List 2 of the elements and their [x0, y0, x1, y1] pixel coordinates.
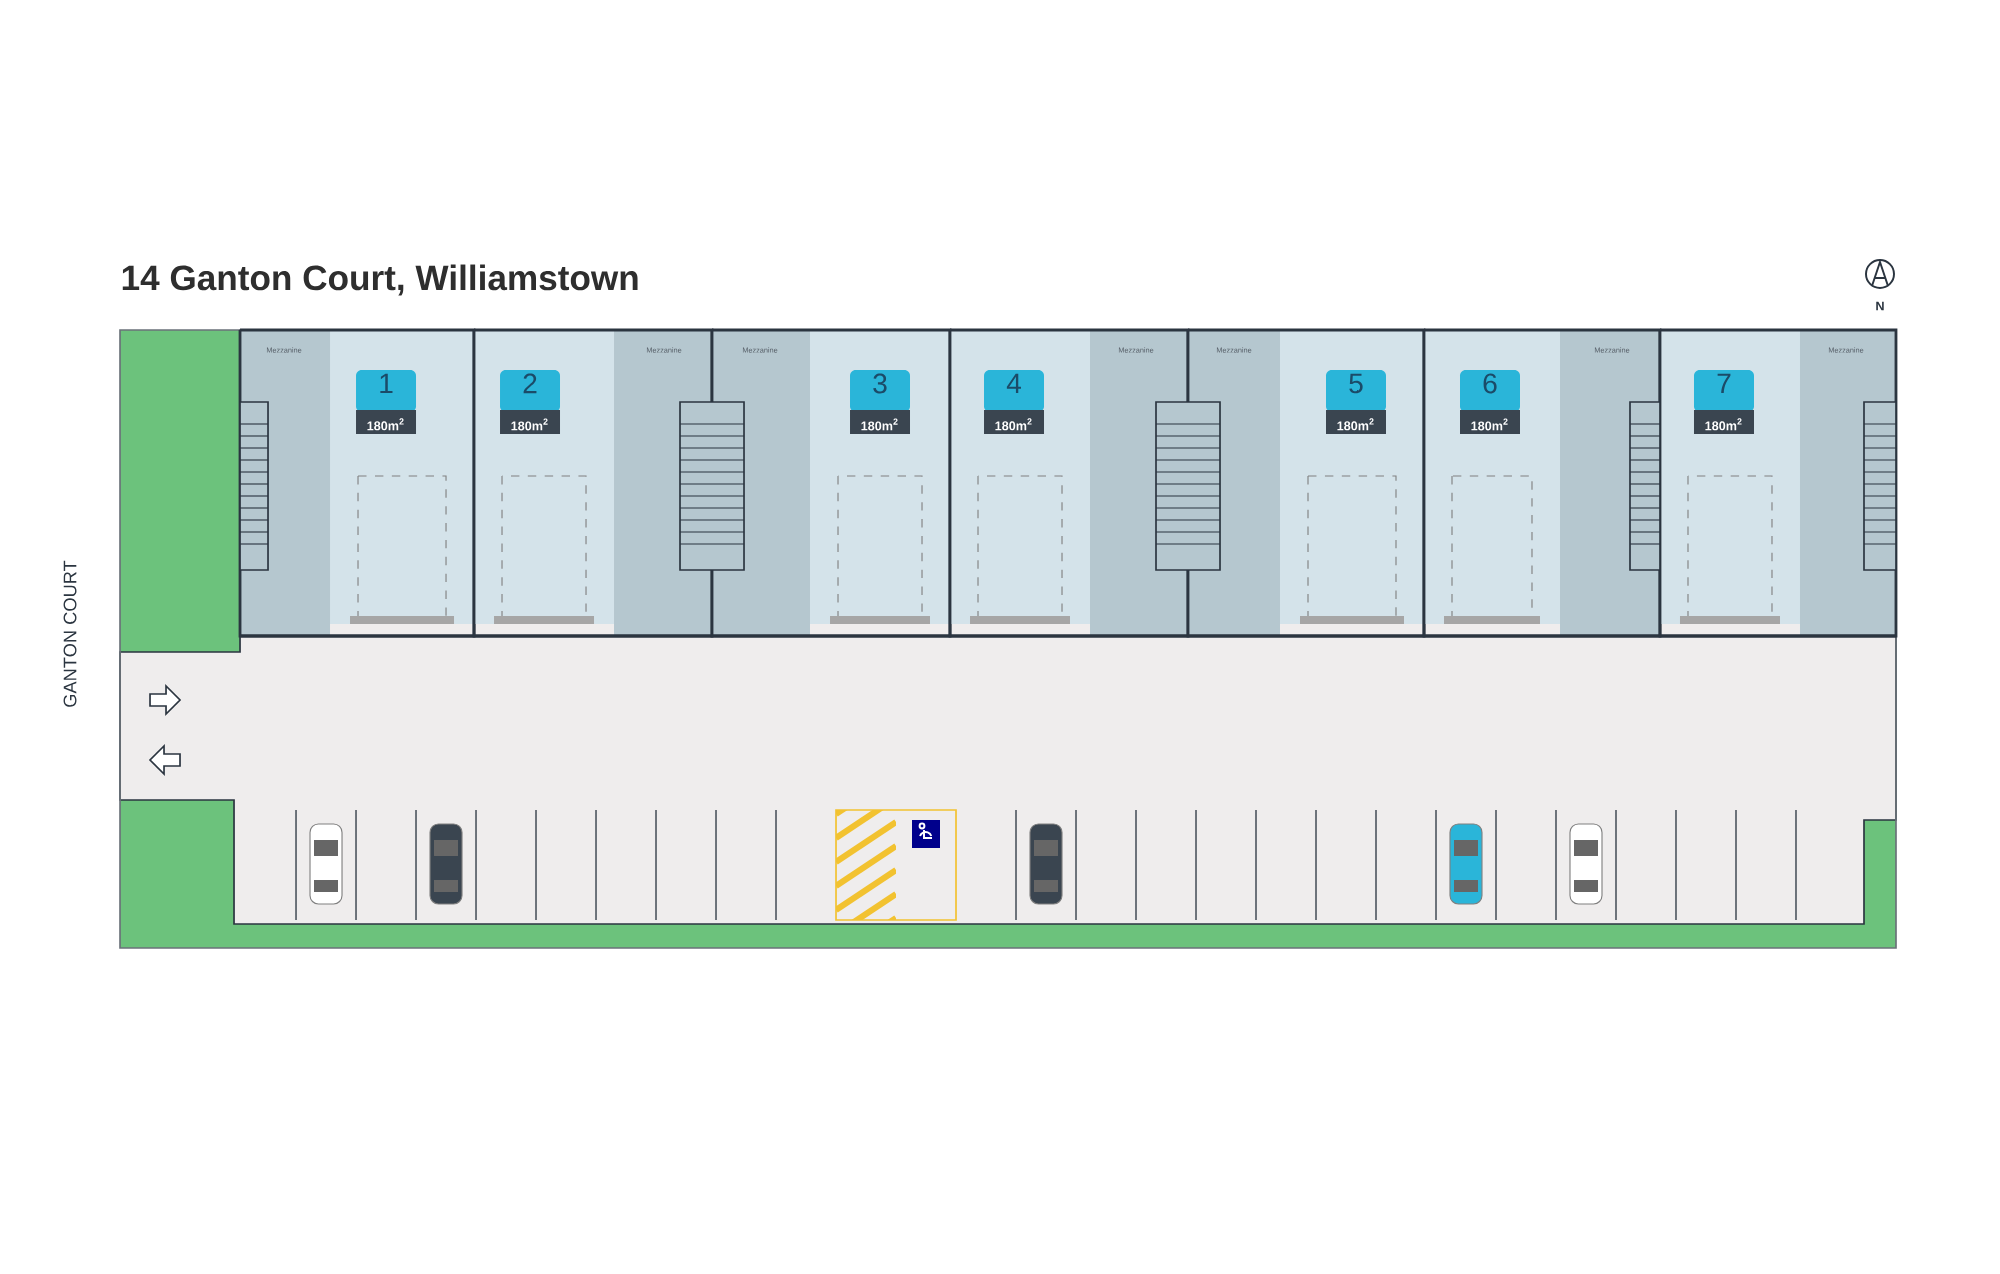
street-label: GANTON COURT [63, 560, 77, 707]
site-title: 14 Ganton Court, Williamstown [122, 264, 638, 296]
